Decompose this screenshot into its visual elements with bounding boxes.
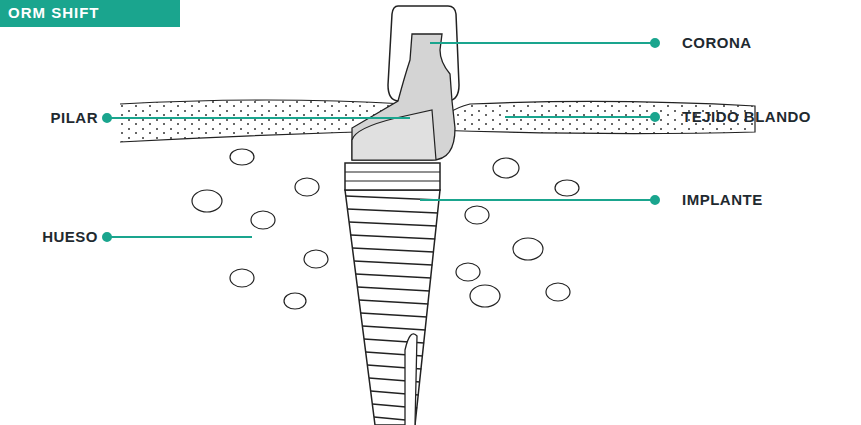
- brand-banner: [0, 0, 180, 27]
- leader-lines: [103, 39, 659, 241]
- part-label: HUESO: [42, 228, 98, 246]
- part-label: PILAR: [51, 109, 99, 127]
- part-label: IMPLANTE: [682, 191, 763, 209]
- part-label: TEJIDO BLANDO: [682, 108, 811, 126]
- implant-threads: [346, 196, 440, 421]
- part-label: CORONA: [682, 34, 752, 52]
- implant-slot: [405, 334, 417, 425]
- abutment: [352, 34, 455, 160]
- brand-text: ORM SHIFT: [8, 4, 100, 22]
- implant-collar: [345, 163, 440, 190]
- implant-body: [345, 190, 440, 425]
